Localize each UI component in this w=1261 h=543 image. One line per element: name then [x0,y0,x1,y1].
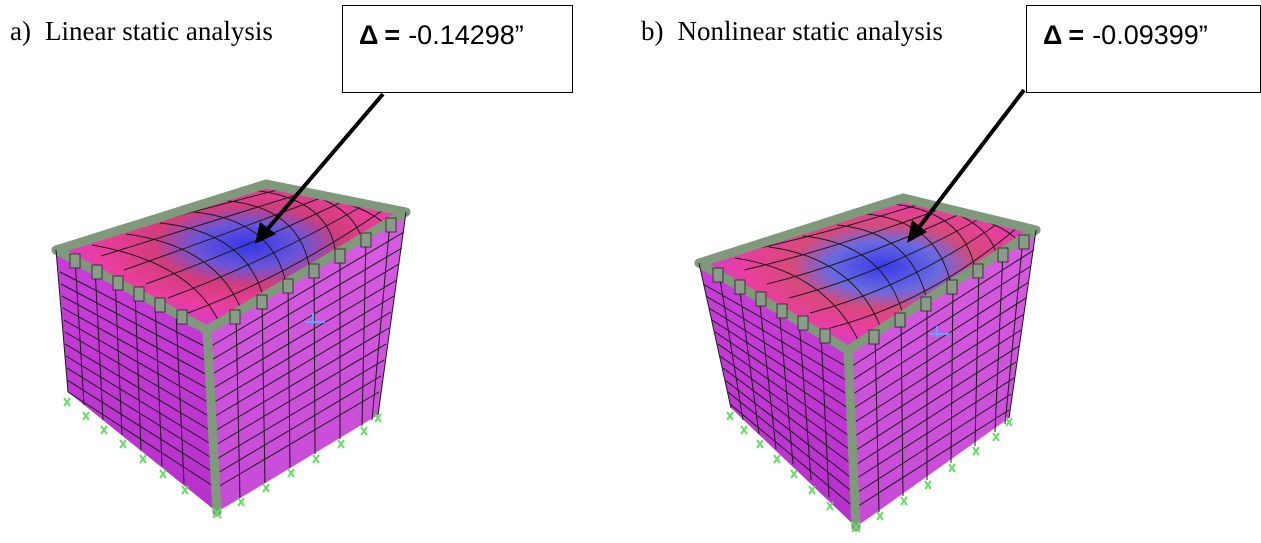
beam-blocks [69,217,397,325]
caption-nonlinear: b) Nonlinear static analysis [641,16,943,47]
axis-marker [305,313,325,324]
delta-symbol: Δ [359,20,379,50]
floor-lines-right [207,231,405,489]
caption-tag: b) [641,16,664,46]
caption-label: Linear static analysis [44,16,273,46]
right-wall [848,230,1036,527]
pointer-arrow [255,92,385,244]
building-model-nonlinear [694,88,1041,533]
column-lines-right [874,237,1024,513]
caption-label: Nonlinear static analysis [677,16,943,46]
deflection-value: -0.09399” [1092,20,1208,50]
delta-symbol: Δ [1043,20,1063,50]
edge-outline [55,211,407,416]
column-lines-right [235,221,391,499]
caption-tag: a) [10,16,31,46]
pointer-arrow [907,88,1026,243]
panel-nonlinear-analysis: b) Nonlinear static analysis [631,0,1261,543]
deflection-box-linear: Δ=-0.14298” [342,5,573,93]
caption-linear: a) Linear static analysis [10,16,273,47]
column-lines-left [74,257,185,484]
column-lines-left [718,272,830,498]
floor-lines-right [848,249,1035,509]
left-wall [699,263,856,527]
supports [63,397,382,519]
panel-linear-analysis: a) Linear static analysis [0,0,630,543]
beam-blocks [712,234,1030,345]
equals-sign: = [1068,20,1085,50]
building-model-linear [51,92,411,519]
supports [726,411,1013,533]
axis-marker [929,326,949,337]
equals-sign: = [384,20,401,50]
deflection-box-nonlinear: Δ=-0.09399” [1026,5,1261,93]
edge-outline [698,229,1037,419]
deflection-value: -0.14298” [408,20,524,50]
